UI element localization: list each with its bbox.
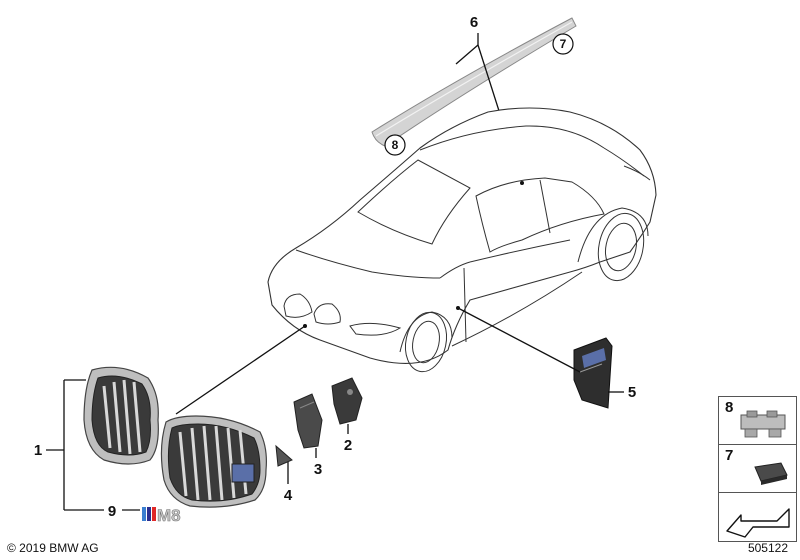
document-number: 505122 (747, 541, 788, 555)
callout-2: 2 (344, 437, 352, 454)
callout-1: 1 (34, 442, 42, 459)
clip-part-8-icon (740, 410, 786, 438)
leader-1 (46, 379, 86, 510)
side-gill-badge[interactable] (573, 337, 613, 409)
copyright-text: © 2019 BMW AG (7, 541, 99, 555)
kidney-grille[interactable] (83, 366, 267, 508)
roof-attach-point (520, 181, 524, 185)
callout-8-circle: 8 (384, 134, 406, 156)
callout-6: 6 (470, 14, 478, 31)
callout-5: 5 (628, 384, 636, 401)
callout-7-circle: 7 (552, 33, 574, 55)
roof-trim-strip[interactable] (371, 17, 577, 147)
leader-6-to-strip (455, 44, 479, 65)
leader-grille-to-car (175, 325, 306, 415)
callout-8: 8 (392, 138, 399, 152)
leader-car-to-5 (457, 307, 581, 373)
emblem-lettering: M8 (157, 506, 181, 525)
car-body-outline (267, 107, 657, 373)
m8-emblem[interactable]: M8 (142, 506, 181, 525)
panel-8-number: 8 (725, 399, 734, 416)
callout-4: 4 (284, 487, 293, 504)
panel-7-number: 7 (725, 447, 734, 464)
arrow-icon (726, 508, 790, 538)
pad-part-7-icon (754, 462, 788, 485)
callout-7: 7 (560, 37, 567, 51)
callout-3: 3 (314, 461, 322, 478)
callout-9: 9 (108, 503, 116, 520)
panel-arrow (718, 492, 797, 542)
grille-trim-piece[interactable] (275, 444, 293, 467)
bracket-part-2[interactable] (331, 377, 363, 425)
panel-part-7[interactable]: 7 (718, 444, 797, 494)
panel-part-8[interactable]: 8 (718, 396, 797, 446)
bracket-part-3[interactable] (293, 393, 323, 449)
